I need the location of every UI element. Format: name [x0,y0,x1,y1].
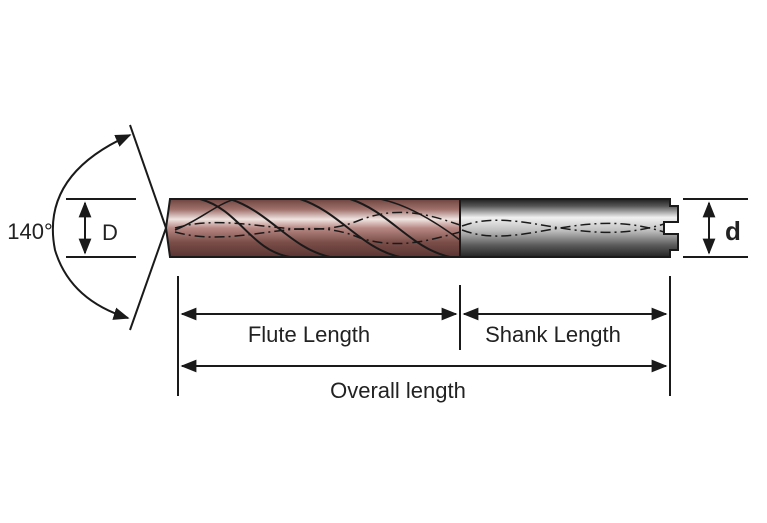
shank-section [459,198,679,258]
shank-diameter-dimension: d [683,198,748,258]
point-angle-arc [51,134,132,320]
flute-length-dimension: Flute Length [180,307,458,347]
overall-length-dimension: Overall length [180,359,668,403]
flute-helix-4 [349,198,451,258]
point-angle: 140° [7,124,167,331]
shank-length-dimension: Shank Length [462,307,668,347]
flute-helix-6 [379,198,461,241]
coolant-channel-1 [174,211,461,231]
shank-length-label: Shank Length [485,322,621,347]
shank-body [459,198,679,258]
coolant-channel-2 [174,227,461,245]
shank-coolant-1 [461,219,665,234]
flute-section [164,198,461,258]
point-angle-line-top [129,124,167,229]
point-angle-line-bottom [129,227,167,331]
flute-helix-2 [229,198,331,258]
shank-coolant-2 [461,222,665,237]
drill-diameter-dimension: D [66,198,136,258]
flute-length-label: Flute Length [248,322,370,347]
flute-body [164,198,461,258]
flute-helix-3 [299,198,401,258]
flute-helix-1 [199,198,291,258]
shank-diameter-label: d [725,216,741,246]
angle-label: 140° [7,219,53,244]
overall-length-label: Overall length [330,378,466,403]
drill-diameter-label: D [102,220,118,245]
